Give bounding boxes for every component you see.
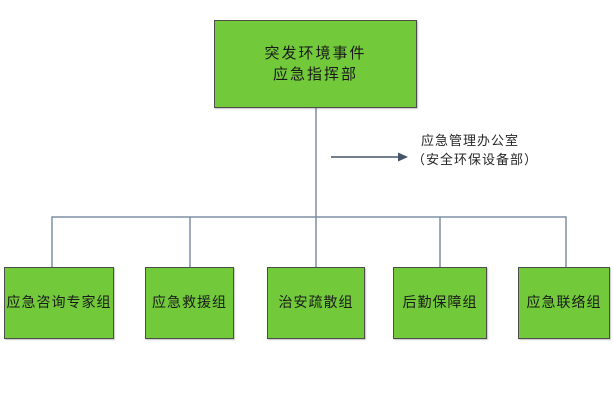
distribution-bracket-line — [51, 216, 567, 267]
root-box-label-line1: 突发环境事件 — [264, 44, 367, 62]
root-box-label-line2: 应急指挥部 — [272, 65, 358, 83]
annotation-arrow-head-icon — [398, 152, 408, 162]
annotation-line1: 应急管理办公室 — [421, 134, 520, 149]
root-box-emergency-command: 突发环境事件 应急指挥部 — [214, 20, 417, 108]
child-box-label: 应急救援组 — [152, 295, 227, 311]
child-box-security-evacuation: 治安疏散组 — [267, 267, 365, 339]
annotation-emergency-office: 应急管理办公室 （安全环保设备部） — [412, 132, 538, 170]
child-box-logistics-support: 后勤保障组 — [393, 267, 487, 339]
annotation-line2: （安全环保设备部） — [412, 153, 539, 168]
child-box-rescue: 应急救援组 — [145, 267, 234, 339]
child-box-consulting-experts: 应急咨询专家组 — [4, 267, 114, 339]
child-box-label: 治安疏散组 — [278, 295, 354, 311]
child-box-label: 应急联络组 — [526, 295, 602, 311]
child-box-label: 应急咨询专家组 — [6, 295, 112, 311]
child-box-label: 后勤保障组 — [402, 295, 478, 311]
child-box-liaison: 应急联络组 — [518, 267, 610, 339]
